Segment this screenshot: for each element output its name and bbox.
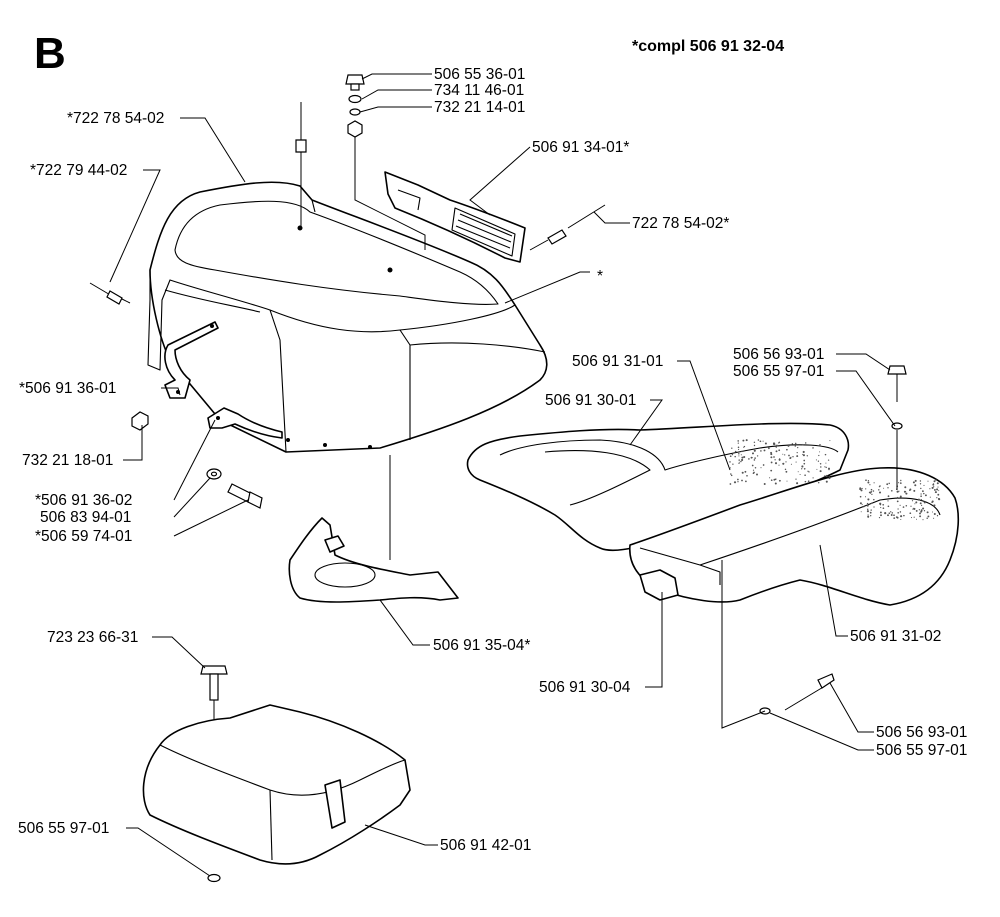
callout-label: *722 79 44-02 xyxy=(30,162,127,179)
callout-label: 506 91 35-04* xyxy=(433,637,530,654)
callout-label: *506 59 74-01 xyxy=(35,528,132,545)
knob-506-55-36 xyxy=(345,74,365,91)
callout-label: 723 23 66-31 xyxy=(47,629,138,646)
washer-732-21-14 xyxy=(349,108,361,116)
washer-506-83-94 xyxy=(206,468,222,480)
callout-label: 506 56 93-01 xyxy=(733,346,824,363)
callout-label: 732 21 14-01 xyxy=(434,99,525,116)
callout-label: 506 56 93-01 xyxy=(876,724,967,741)
callout-label: 722 78 54-02* xyxy=(632,215,729,232)
section-letter: B xyxy=(34,29,66,78)
callout-label: 506 91 42-01 xyxy=(440,837,531,854)
nut-732-21-18 xyxy=(131,411,149,431)
callout-label: 734 11 46-01 xyxy=(434,82,524,99)
callout-label: 506 91 31-01 xyxy=(572,353,663,370)
hood-pin-top xyxy=(295,102,307,226)
callout-label: *506 91 36-02 xyxy=(35,492,132,509)
assembly-note: *compl 506 91 32-04 xyxy=(632,38,784,55)
pivot-bracket xyxy=(639,569,679,601)
grille-plate xyxy=(384,171,526,263)
callout-label: *506 91 36-01 xyxy=(19,380,116,397)
hood-pin-left xyxy=(89,282,131,305)
bracket-lower xyxy=(207,407,283,439)
battery-cover xyxy=(142,704,411,883)
bolt-506-56-93-bottom xyxy=(759,673,835,715)
seat-texture xyxy=(729,439,941,521)
callout-label: 506 55 97-01 xyxy=(18,820,109,837)
nut-top xyxy=(347,120,363,138)
screw-506-59-74 xyxy=(227,483,263,509)
callout-label: 732 21 18-01 xyxy=(22,452,113,469)
hood-shell xyxy=(147,181,548,453)
callout-label: 506 91 31-02 xyxy=(850,628,941,645)
callout-label: 506 91 30-01 xyxy=(545,392,636,409)
seat-pan-upper xyxy=(466,422,850,552)
callout-label: 506 55 36-01 xyxy=(434,66,525,83)
cup-bracket xyxy=(288,517,459,603)
leader-lines xyxy=(109,73,896,877)
bracket-left xyxy=(164,321,219,399)
callout-label: *722 78 54-02 xyxy=(67,110,164,127)
callout-label: 506 91 34-01* xyxy=(532,139,629,156)
callout-label: 506 83 94-01 xyxy=(40,509,131,526)
assembly-line-top xyxy=(354,137,426,250)
callout-label: 506 55 97-01 xyxy=(876,742,967,759)
hood-pin-right xyxy=(529,204,606,251)
callout-label: 506 55 97-01 xyxy=(733,363,824,380)
washer-734-11-46 xyxy=(348,94,362,104)
callout-label: 506 91 30-04 xyxy=(539,679,631,696)
assembly-line-right xyxy=(721,560,766,729)
callout-label: * xyxy=(597,268,603,285)
